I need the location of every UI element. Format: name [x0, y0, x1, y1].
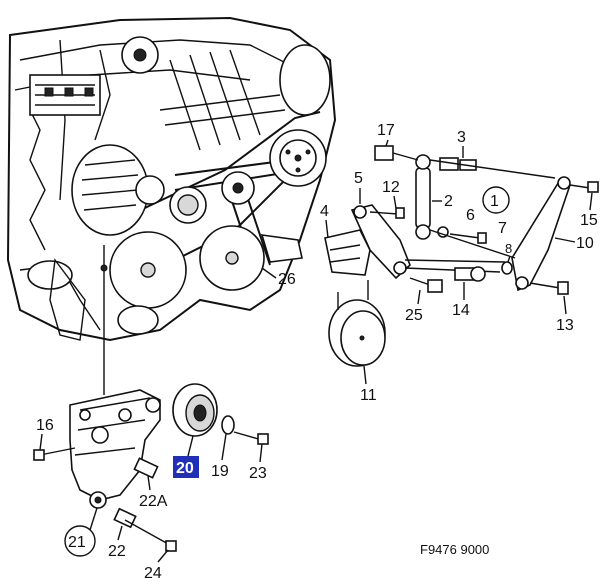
- alternator: [71, 144, 165, 236]
- callout-19: 19: [211, 463, 229, 480]
- callout-22: 22: [108, 543, 126, 560]
- engine-idler-pulley: [169, 171, 255, 224]
- callout-21-circle: [64, 525, 96, 557]
- callout-22a: 22A: [139, 493, 168, 510]
- callout-15: 15: [580, 212, 598, 229]
- callout-20-highlight: [173, 456, 199, 478]
- water-pump-pulley: [269, 44, 331, 187]
- callout-11: 11: [360, 387, 377, 404]
- callout-10: 10: [576, 235, 594, 252]
- callout-25: 25: [405, 307, 423, 324]
- callout-2: 2: [444, 193, 453, 210]
- callout-1: 1: [490, 193, 499, 210]
- callout-1-circle: [482, 186, 510, 214]
- callout-16: 16: [36, 417, 54, 434]
- callout-6: 6: [466, 207, 475, 224]
- callout-24: 24: [144, 565, 162, 582]
- right-tensioner-assembly: [324, 145, 599, 367]
- crank-pulleys: [109, 225, 303, 335]
- tensioner-pulley: [172, 383, 269, 445]
- figure-code: F9476 9000: [420, 542, 489, 557]
- callout-26: 26: [278, 271, 296, 288]
- callout-13: 13: [556, 317, 574, 334]
- callout-labels: 17 3 5 12 2 1 4 6 7 15 10 8 26: [36, 122, 598, 582]
- callout-12: 12: [382, 179, 400, 196]
- callout-8: 8: [505, 241, 512, 256]
- callout-5: 5: [354, 170, 363, 187]
- callout-17: 17: [377, 122, 395, 139]
- callout-23: 23: [249, 465, 267, 482]
- engine-block: [6, 16, 337, 342]
- callout-3: 3: [457, 129, 466, 146]
- callout-7: 7: [498, 220, 507, 237]
- callout-4: 4: [320, 203, 329, 220]
- callout-20: 20: [176, 460, 194, 477]
- tensioner-bracket-assembly: [33, 389, 177, 552]
- callout-14: 14: [452, 302, 470, 319]
- callout-21: 21: [68, 534, 86, 551]
